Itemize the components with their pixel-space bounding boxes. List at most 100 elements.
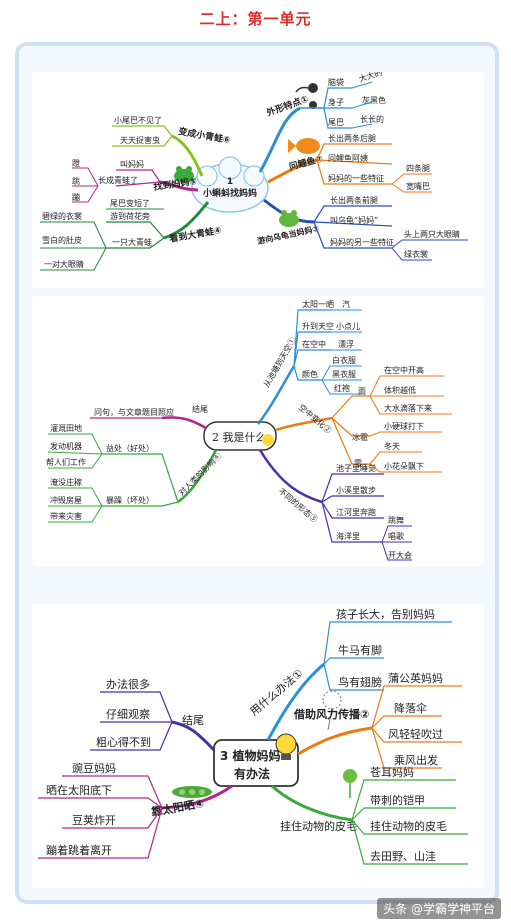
branch-ending: 结尾 (182, 714, 204, 727)
branch-ending: 结尾 (192, 404, 208, 414)
center-box (213, 739, 299, 787)
good-item-2: 发动机器 (50, 441, 82, 451)
change-value-6: 小花朵飘下 (384, 461, 424, 471)
peapod-icon (172, 786, 212, 798)
zhao-item-2: 跳 (72, 176, 80, 186)
center-label: 2 我是什么 (212, 431, 267, 444)
place-value-2: 唱歌 (388, 531, 404, 541)
liyu-item-1: 长出两条后腿 (328, 133, 376, 143)
liyu-item-2: 问鲤鱼阿姨 (328, 153, 368, 163)
branch-bian: 变成小青蛙⑥ (177, 125, 231, 146)
branch-kan: 看到大青蛙④ (168, 224, 222, 245)
page-title: 二上：第一单元 (199, 10, 312, 28)
ending-item-1: 办法很多 (106, 677, 150, 691)
waixing-item-2: 身子 (328, 97, 344, 107)
kan-item-1: 碧绿的衣裳 (42, 211, 82, 221)
ending-item: 问句，与文章题目照应 (94, 407, 174, 417)
change-value-1: 在空中开高 (384, 365, 424, 375)
change-value-5: 冬天 (384, 441, 400, 451)
kan-mid-2: 一只大青蛙 (112, 237, 152, 247)
branch-human: 对人类的影响④ (176, 451, 223, 498)
burdock-icon (343, 769, 357, 798)
change-item-3: 雪 (354, 459, 362, 468)
mindmap-2-panel: 2 我是什么 从池塘到天空① 太阳一晒 升到天空 在空中 颜色 汽 小点儿 漂浮… (32, 296, 484, 566)
zhao-item-1: 蹬 (72, 158, 80, 168)
wugui-value-1: 头上两只大眼睛 (404, 229, 460, 239)
mindmap-2: 2 我是什么 从池塘到天空① 太阳一晒 升到天空 在空中 颜色 汽 小点儿 漂浮… (46, 299, 452, 561)
mindmap-1: 1 小蝌蚪找妈妈 外形特点① 脑袋 身子 尾巴 大大的 灰黑色 长长的 问鲤鱼②… (40, 72, 468, 271)
center-label-1: 3 植物妈妈 (220, 748, 281, 763)
branch-sky: 从池塘到天空① (261, 336, 298, 389)
center-label-2: 有办法 (234, 766, 270, 781)
place-value-3: 开大会 (388, 550, 412, 560)
sky-item-3: 在空中 (302, 339, 326, 349)
kan-item-2: 雪白的肚皮 (42, 235, 82, 245)
zhao-mid-2: 长成青蛙了 (98, 175, 138, 185)
liyu-value-1: 四条腿 (406, 163, 430, 173)
bad-label: 暴躁（坏处） (106, 495, 154, 505)
wugui-item-3: 妈妈的另一些特征 (330, 237, 394, 247)
goldfish-icon (288, 138, 320, 154)
sky-value-4: 白衣服 (332, 355, 356, 365)
mindmap-3-panel: 3 植物妈妈 有办法 用什么办法① 孩子长大，告别妈妈 牛马有脚 鸟有翅膀 借助… (32, 604, 484, 888)
tadpole-icon (308, 83, 318, 93)
bad-item-3: 带来灾害 (50, 511, 82, 521)
sky-value-5: 黑衣服 (332, 369, 356, 379)
branch-wind: 借助风力传播② (293, 707, 369, 721)
sun-item-3: 豆荚炸开 (72, 813, 116, 827)
bian-item-1: 小尾巴不见了 (114, 116, 162, 125)
branch-waixing: 外形特点① (264, 93, 310, 120)
sky-item-1: 太阳一晒 (302, 299, 334, 309)
bulb-icon (262, 434, 274, 446)
sun-item-4: 蹦着跳着离开 (46, 843, 112, 857)
place-item-1: 池子里睡觉 (336, 463, 376, 473)
method-item-3: 鸟有翅膀 (338, 675, 382, 689)
method-item-2: 牛马有脚 (338, 643, 382, 657)
mindmap-1-panel: 1 小蝌蚪找妈妈 外形特点① 脑袋 身子 尾巴 大大的 灰黑色 长长的 问鲤鱼②… (32, 72, 484, 288)
dandelion-icon (322, 690, 342, 731)
place-item-4: 海洋里 (336, 531, 360, 541)
wugui-value-2: 绿衣裳 (404, 249, 428, 259)
bian-item-2: 天天捉害虫 (120, 135, 160, 145)
watermark: 头条 @学霸学神平台 (377, 898, 501, 919)
liyu-value-2: 宽嘴巴 (406, 181, 430, 191)
frog-icon (279, 210, 299, 227)
center-label: 小蝌蚪找妈妈 (202, 187, 257, 199)
liyu-item-3: 妈妈的一些特征 (328, 173, 384, 183)
sky-value-6: 红袍 (334, 383, 350, 393)
change-item-2: 冰雹 (352, 432, 368, 442)
center-box (203, 421, 277, 451)
waixing-value-3: 长长的 (360, 114, 384, 124)
method-item-1: 孩子长大，告别妈妈 (336, 607, 435, 621)
sky-item-4: 颜色 (302, 369, 318, 379)
zhao-item-3: 蹦 (72, 192, 80, 202)
ending-item-3: 粗心得不到 (96, 736, 151, 749)
tadpole-icon-2 (309, 101, 317, 109)
waixing-item-1: 脑袋 (328, 77, 344, 87)
zhao-mid-1: 叫妈妈 (120, 159, 144, 169)
kan-item-3: 一对大眼睛 (44, 259, 84, 269)
kan-top: 尾巴变短了 (110, 198, 150, 208)
ending-item-2: 仔细观察 (106, 707, 150, 721)
change-value-4: 小硬球打下 (384, 421, 424, 431)
good-item-3: 帮人们工作 (46, 457, 86, 467)
waixing-value-1: 大大的 (358, 72, 384, 84)
sky-value-1: 汽 (342, 299, 350, 309)
place-item-3: 江河里奔跑 (336, 507, 376, 517)
good-item-1: 灌溉田地 (50, 423, 82, 433)
change-item-1: 雨 (358, 387, 366, 396)
animal-item-3: 挂住动物的皮毛 (370, 819, 447, 833)
waixing-item-3: 尾巴 (328, 118, 344, 127)
frog-mother-icon (174, 166, 194, 183)
bulb-icon (275, 733, 297, 760)
sky-value-2: 小点儿 (336, 322, 360, 331)
animal-item-1: 苍耳妈妈 (370, 765, 414, 779)
branch-animal: 挂住动物的皮毛 (280, 819, 357, 833)
wind-item-2: 降落伞 (394, 701, 427, 715)
waixing-value-2: 灰黑色 (362, 95, 386, 105)
place-item-2: 小溪里散步 (336, 485, 376, 495)
sky-item-2: 升到天空 (302, 321, 334, 331)
wind-item-3: 风轻轻吹过 (388, 727, 443, 741)
center-number: 1 (227, 177, 233, 187)
animal-item-4: 去田野、山洼 (370, 849, 436, 863)
